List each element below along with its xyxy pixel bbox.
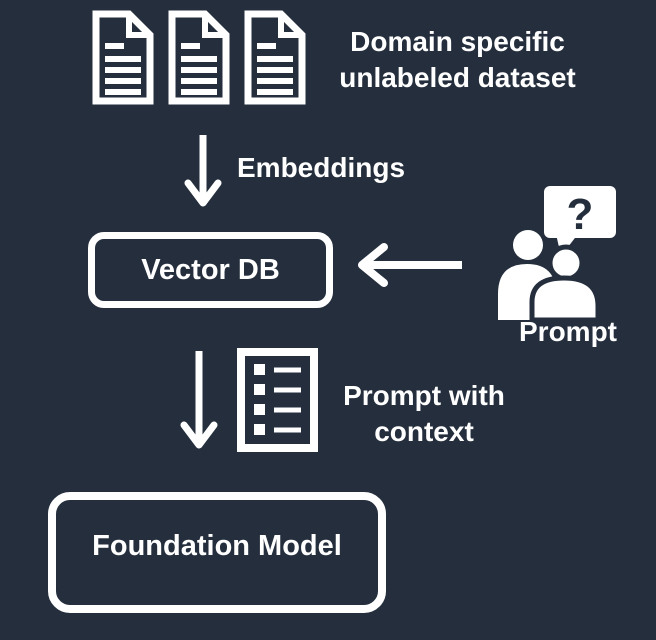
prompt-with-context-line1: Prompt with xyxy=(343,380,505,411)
arrow-left-icon xyxy=(358,243,462,287)
arrow-down-icon xyxy=(184,135,222,207)
question-mark-glyph: ? xyxy=(567,190,594,239)
prompt-label: Prompt xyxy=(519,316,617,347)
dataset-label-line1: Domain specific xyxy=(350,26,565,57)
dataset-label-line2: unlabeled dataset xyxy=(339,62,576,93)
list-document-icon xyxy=(237,348,318,452)
dataset-label: Domain specific unlabeled dataset xyxy=(325,24,590,96)
embeddings-label: Embeddings xyxy=(237,152,406,183)
users-question-icon: ? xyxy=(498,186,616,323)
document-icon xyxy=(244,10,306,105)
document-icon xyxy=(92,10,154,105)
foundation-model-box: Foundation Model xyxy=(48,492,386,613)
foundation-model-label: Foundation Model xyxy=(92,530,342,562)
document-icon xyxy=(168,10,230,105)
dataset-documents-group xyxy=(88,10,310,105)
speech-bubble: ? xyxy=(544,186,616,256)
prompt-with-context-line2: context xyxy=(374,416,474,447)
prompt-with-context-label: Prompt with context xyxy=(329,378,519,450)
vector-db-label: Vector DB xyxy=(141,253,280,286)
arrow-down-icon xyxy=(180,351,218,449)
vector-db-box: Vector DB xyxy=(88,232,333,308)
person-front-icon xyxy=(529,244,601,323)
